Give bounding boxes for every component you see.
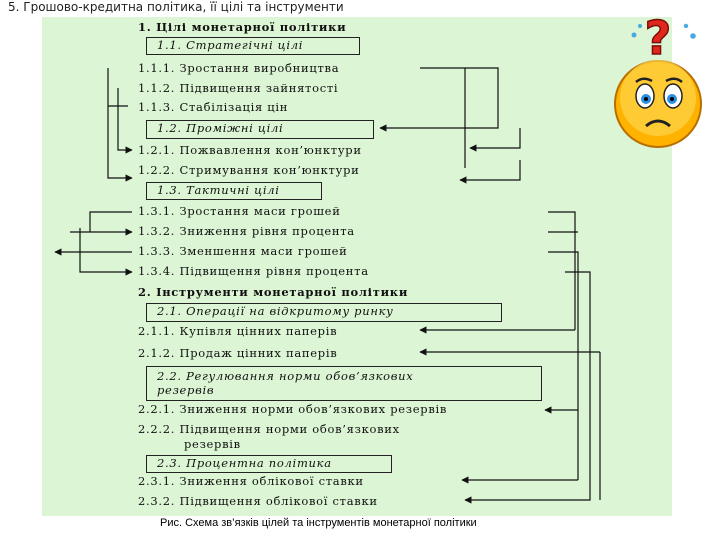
connector-line: [79, 228, 133, 276]
connector-line: [117, 88, 133, 154]
box-intermediate-goals: 1.2. Проміжні цілі: [146, 120, 374, 139]
heading-instruments: 2. Інструменти монетарної політики: [138, 285, 409, 299]
connector-line: [548, 211, 576, 330]
item-1-2-2: 1.2.2. Стримування кон’юнктури: [138, 163, 360, 177]
connector-line: [548, 251, 579, 480]
item-1-3-4: 1.3.4. Підвищення рівня процента: [138, 264, 369, 278]
heading-goals: 1. Цілі монетарної політики: [138, 20, 347, 34]
item-1-1-3: 1.1.3. Стабілізація цін: [138, 100, 289, 114]
item-2-3-1: 2.3.1. Зниження облікової ставки: [138, 474, 364, 488]
connector-line: [459, 160, 521, 184]
item-1-2-1: 1.2.1. Пожвавлення кон’юнктури: [138, 143, 362, 157]
confused-face-emoji-icon: ?: [614, 10, 702, 148]
item-2-1-2: 2.1.2. Продаж цінних паперів: [138, 346, 338, 360]
item-2-2-1: 2.2.1. Зниження норми обов’язкових резер…: [138, 402, 448, 416]
slide-title: 5. Грошово-кредитна політика, її цілі та…: [8, 0, 344, 14]
item-2-3-2: 2.3.2. Підвищення облікової ставки: [138, 494, 378, 508]
item-1-3-2: 1.3.2. Зниження рівня процента: [138, 224, 355, 238]
box-strategic-goals: 1.1. Стратегічні цілі: [146, 37, 360, 55]
diagram-panel: [42, 17, 672, 516]
connector-line: [107, 68, 133, 182]
box-interest-policy: 2.3. Процентна політика: [146, 455, 392, 473]
item-1-1-2: 1.1.2. Підвищення зайнятості: [138, 81, 339, 95]
connector-line: [379, 67, 499, 132]
question-mark-icon: ?: [645, 11, 672, 65]
connector-line: [469, 128, 521, 152]
figure-caption: Рис. Схема зв’язків цілей та інструменті…: [160, 517, 477, 529]
item-1-1-1: 1.1.1. Зростання виробництва: [138, 61, 340, 75]
item-1-3-1: 1.3.1. Зростання маси грошей: [138, 204, 341, 218]
item-1-3-3: 1.3.3. Зменшення маси грошей: [138, 244, 348, 258]
box-tactical-goals: 1.3. Тактичні цілі: [146, 182, 322, 200]
box-open-market-operations: 2.1. Операції на відкритому ринку: [146, 303, 502, 322]
item-2-1-1: 2.1.1. Купівля цінних паперів: [138, 324, 338, 338]
connector-line: [89, 211, 132, 232]
connector-line: [464, 271, 591, 504]
